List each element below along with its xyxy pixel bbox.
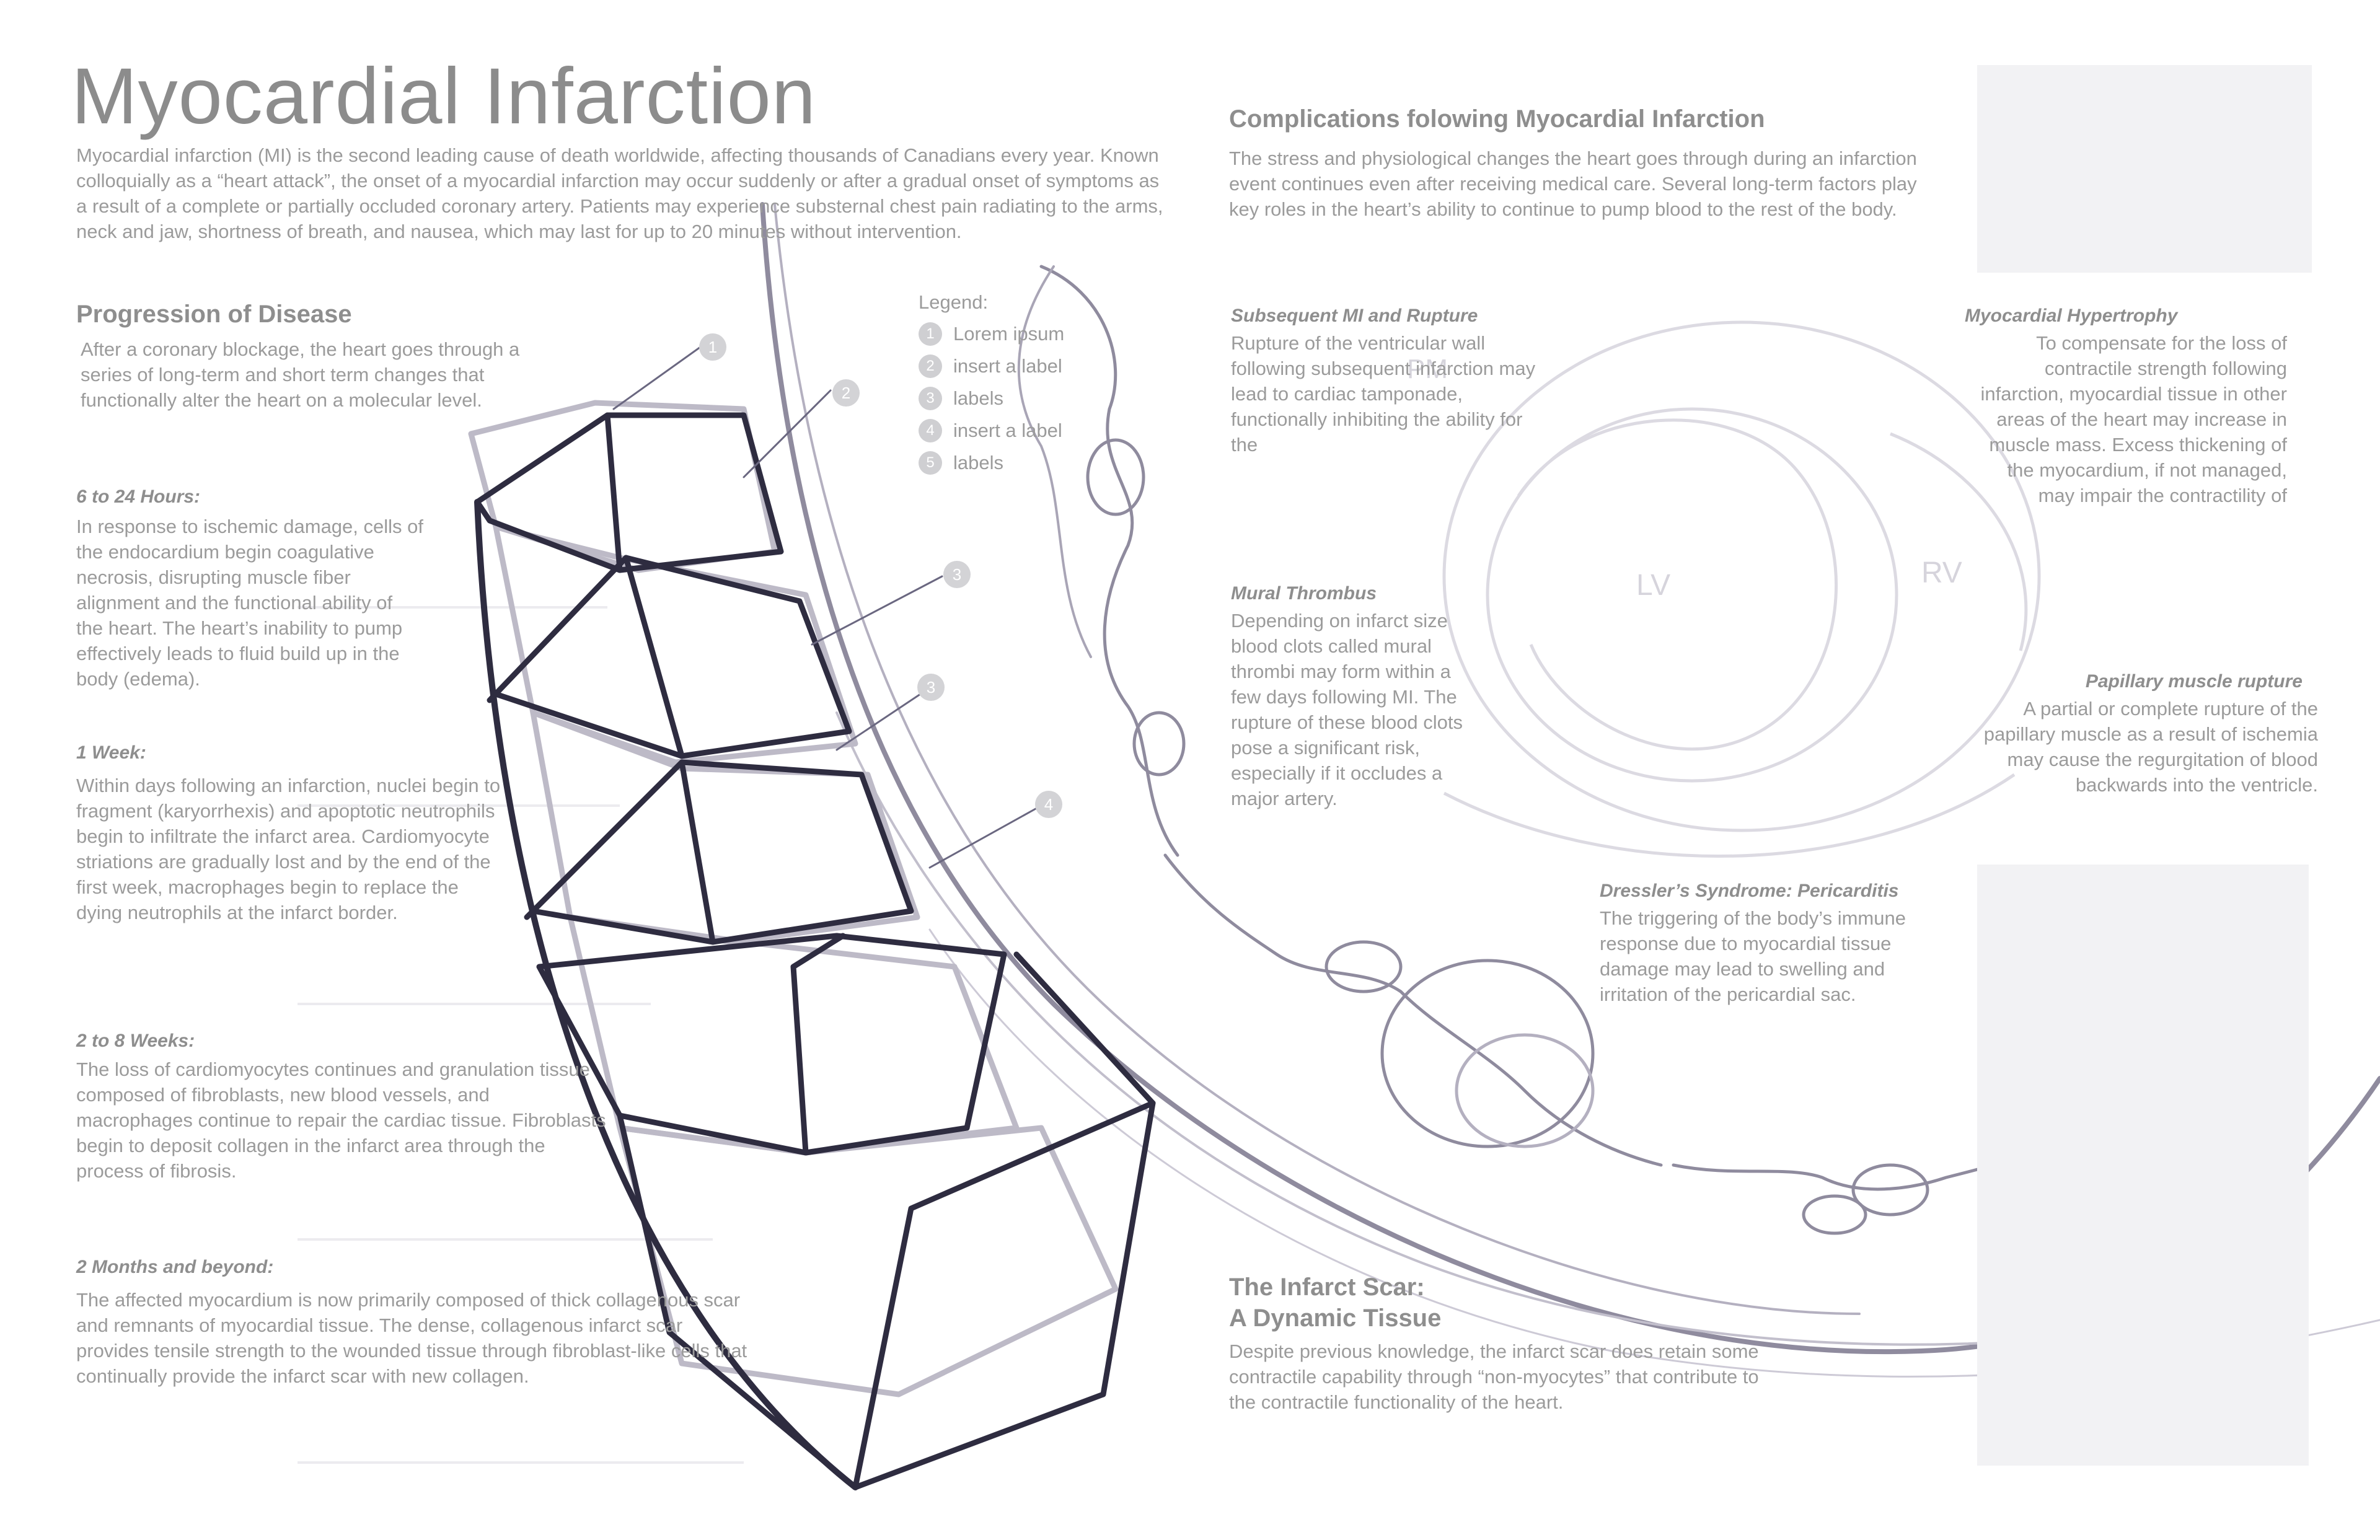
dressler-title: Dressler’s Syndrome: Pericarditis bbox=[1600, 881, 1899, 901]
stage-label-2-8-weeks: 2 to 8 Weeks: bbox=[76, 1031, 195, 1051]
legend-number-badge: 1 bbox=[919, 322, 942, 346]
diagram-marker: 1 bbox=[699, 333, 726, 361]
stage-label-1-week: 1 Week: bbox=[76, 742, 146, 763]
legend-item-label: labels bbox=[953, 452, 1003, 473]
stage-label-6-24-hours: 6 to 24 Hours: bbox=[76, 486, 201, 507]
legend-item-label: labels bbox=[953, 387, 1003, 409]
legend-item-label: Lorem ipsum bbox=[953, 323, 1065, 345]
legend-item: 1 Lorem ipsum bbox=[919, 322, 1064, 346]
page-title: Myocardial Infarction bbox=[71, 52, 816, 141]
pm-sketch-label: PM bbox=[1407, 354, 1448, 384]
legend-item: 2 insert a label bbox=[919, 354, 1064, 378]
legend-number-badge: 2 bbox=[919, 354, 942, 378]
complications-text: The stress and physiological changes the… bbox=[1229, 147, 1917, 220]
diagram-marker: 3 bbox=[943, 561, 971, 588]
tissue-block-diagram bbox=[468, 346, 1156, 1490]
dressler-text: The triggering of the body’s immune resp… bbox=[1600, 907, 1906, 1005]
stage-text-6-24-hours: In response to ischemic damage, cells of… bbox=[76, 516, 423, 690]
progression-heading: Progression of Disease bbox=[76, 301, 352, 328]
legend-item-label: insert a label bbox=[953, 420, 1062, 441]
diagram-marker: 4 bbox=[1035, 791, 1062, 818]
stage-label-2-months: 2 Months and beyond: bbox=[76, 1257, 274, 1277]
mural-thrombus-text: Depending on infarct size blood clots ca… bbox=[1231, 610, 1463, 809]
lv-sketch-label: LV bbox=[1636, 569, 1670, 602]
intro-paragraph: Myocardial infarction (MI) is the second… bbox=[76, 144, 1163, 242]
stage-text-2-months: The affected myocardium is now primarily… bbox=[76, 1289, 747, 1387]
legend-title: Legend: bbox=[919, 291, 989, 313]
heart-cross-section-sketch: LV RV PM bbox=[1407, 320, 2041, 858]
papillary-title: Papillary muscle rupture bbox=[2085, 671, 2303, 692]
legend: Legend: 1 Lorem ipsum 2 insert a label 3 la… bbox=[919, 291, 1064, 475]
legend-number-badge: 4 bbox=[919, 419, 942, 442]
legend-item: 4 insert a label bbox=[919, 419, 1064, 442]
legend-item-label: insert a label bbox=[953, 355, 1062, 377]
image-placeholder-bottom bbox=[1977, 865, 2309, 1466]
mural-thrombus-title: Mural Thrombus bbox=[1231, 583, 1377, 604]
legend-number-badge: 3 bbox=[919, 387, 942, 410]
hypertrophy-title: Myocardial Hypertrophy bbox=[1965, 306, 2178, 326]
stage-text-1-week: Within days following an infarction, nuc… bbox=[76, 775, 501, 923]
image-placeholder-top bbox=[1977, 65, 2312, 273]
legend-item: 5 labels bbox=[919, 451, 1064, 475]
progression-text: After a coronary blockage, the heart goe… bbox=[81, 338, 520, 411]
rupture-title: Subsequent MI and Rupture bbox=[1231, 306, 1478, 326]
hypertrophy-text: To compensate for the loss of contractil… bbox=[1980, 332, 2287, 506]
scar-title-line1: The Infarct Scar: bbox=[1229, 1274, 1425, 1301]
stage-text-2-8-weeks: The loss of cardiomyocytes continues and… bbox=[76, 1058, 606, 1182]
diagram-marker: 2 bbox=[832, 379, 860, 407]
scar-title-line2: A Dynamic Tissue bbox=[1229, 1305, 1442, 1332]
diagram-marker: 3 bbox=[917, 674, 945, 701]
complications-heading: Complications folowing Myocardial Infarc… bbox=[1229, 105, 1765, 133]
legend-item: 3 labels bbox=[919, 387, 1064, 410]
rv-sketch-label: RV bbox=[1921, 557, 1962, 589]
rupture-text: Rupture of the ventricular wall followin… bbox=[1231, 332, 1536, 455]
papillary-text: A partial or complete rupture of the pap… bbox=[1983, 698, 2318, 796]
scar-text: Despite previous knowledge, the infarct … bbox=[1229, 1340, 1759, 1413]
legend-number-badge: 5 bbox=[919, 451, 942, 475]
